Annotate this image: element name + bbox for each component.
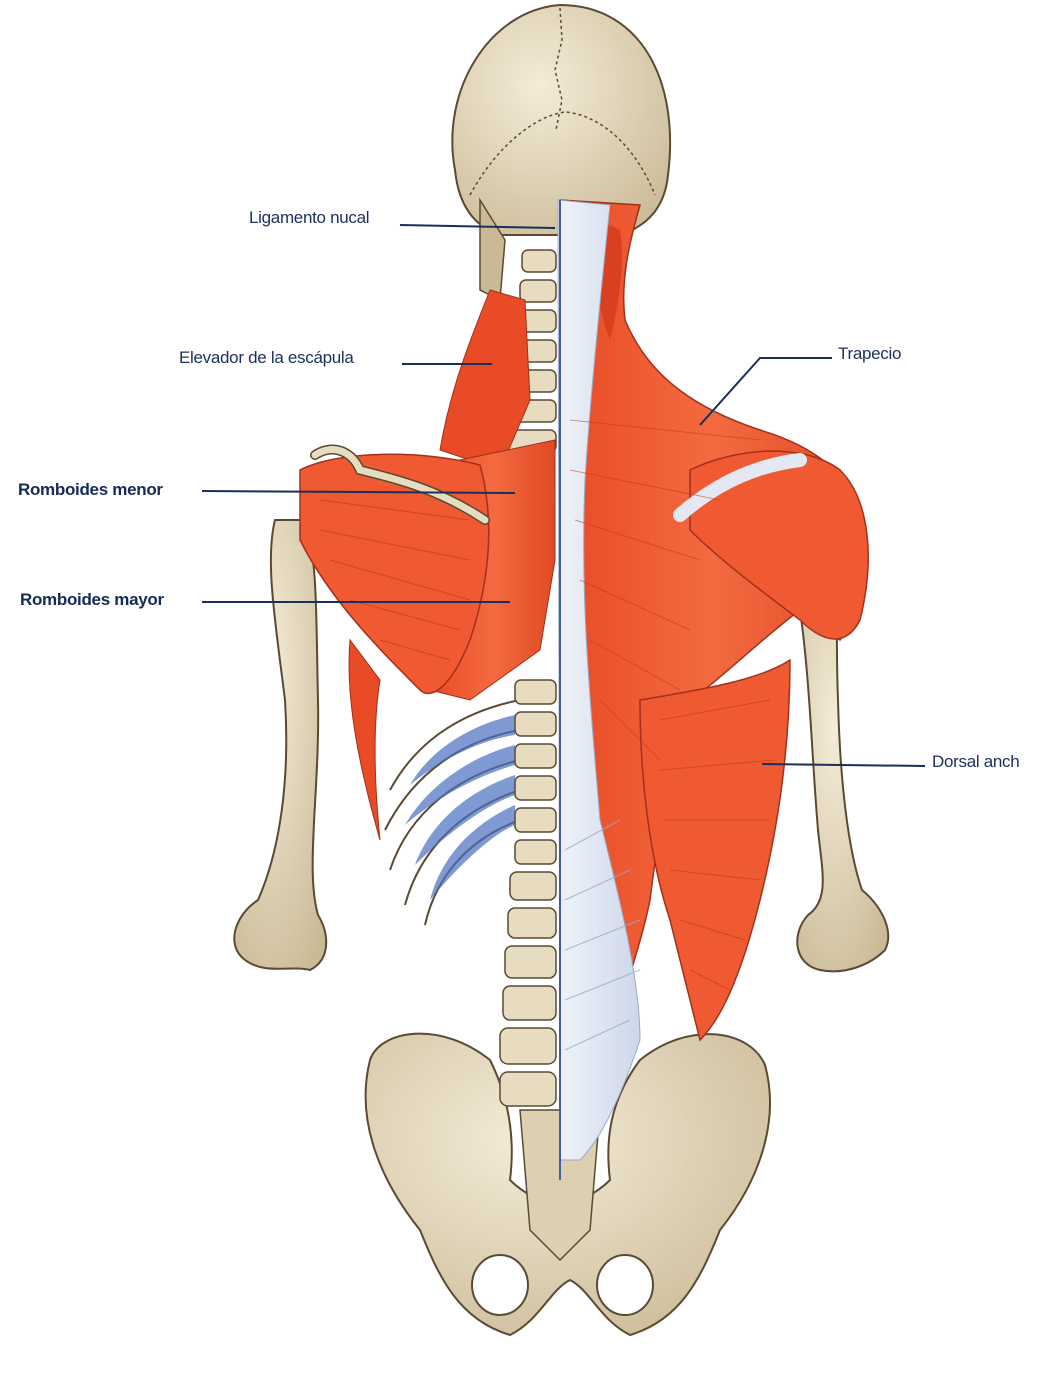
right-arm-bone	[796, 598, 890, 973]
label-trapecio: Trapecio	[838, 344, 902, 363]
label-ligamento-nucal: Ligamento nucal	[249, 208, 370, 227]
left-arm-bone	[233, 519, 328, 972]
trapezius-right	[559, 199, 865, 1081]
left-deep-back	[348, 638, 545, 926]
leader-trapecio	[699, 357, 832, 426]
leader-romboides-menor	[201, 490, 516, 494]
leader-dorsal	[761, 763, 926, 767]
latissimus-dorsi-right	[639, 658, 791, 1042]
leader-lines	[201, 224, 926, 767]
left-rhomboids-and-scapula	[299, 289, 556, 701]
central-aponeurosis	[557, 199, 641, 1180]
intercostal-spaces	[405, 715, 515, 900]
right-shoulder	[673, 450, 869, 640]
leader-ligamento-nucal	[399, 224, 556, 229]
label-romboides-mayor: Romboides mayor	[20, 590, 164, 609]
trapezius-fibers	[569, 419, 761, 761]
label-elevador-escapula: Elevador de la escápula	[179, 348, 354, 367]
label-dorsal-ancho: Dorsal anch	[932, 752, 1020, 771]
label-romboides-menor: Romboides menor	[18, 480, 163, 499]
